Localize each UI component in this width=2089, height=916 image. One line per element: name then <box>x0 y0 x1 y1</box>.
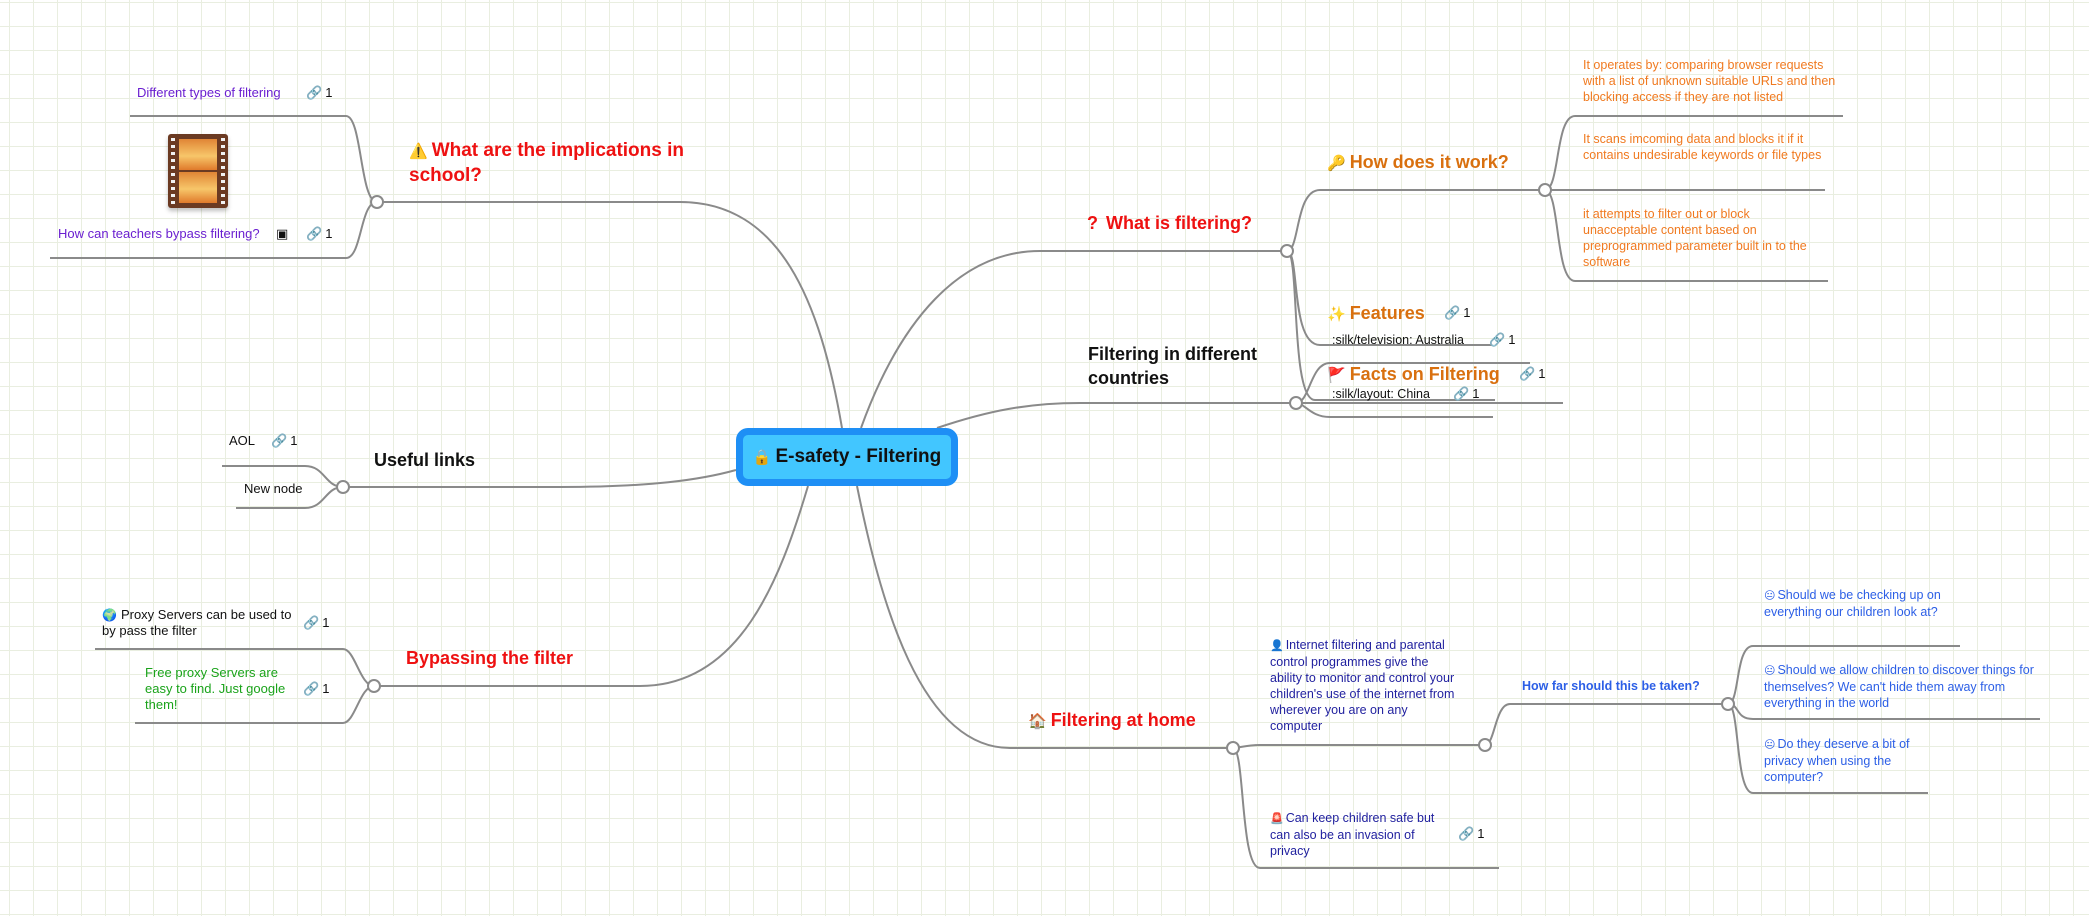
root-node[interactable]: 🔒 E-safety - Filtering <box>736 428 958 486</box>
alert-icon: 🚨 <box>1270 813 1284 825</box>
collapse-toggle-what-is[interactable] <box>1280 244 1294 258</box>
node-different-types[interactable]: Different types of filtering <box>137 85 281 100</box>
collapse-toggle-countries[interactable] <box>1289 396 1303 410</box>
collapse-toggle-how-work[interactable] <box>1538 183 1552 197</box>
image-icon[interactable]: ▣ <box>276 226 289 241</box>
node-proxy-servers[interactable]: 🌍Proxy Servers can be used to by pass th… <box>102 607 292 638</box>
node-scans-incoming[interactable]: It scans imcoming data and blocks it if … <box>1583 132 1822 162</box>
link-icon: 🔗 <box>1453 386 1470 401</box>
globe-icon: 🌍 <box>102 608 117 622</box>
link-icon: 🔗 <box>303 681 320 696</box>
question-icon: ? <box>1087 213 1098 233</box>
collapse-toggle-useful-links[interactable] <box>336 480 350 494</box>
branch-filtering-at-home[interactable]: 🏠Filtering at home <box>1028 710 1196 730</box>
link-badge[interactable]: 🔗1 <box>1444 305 1471 320</box>
root-label: E-safety - Filtering <box>775 446 942 467</box>
link-icon: 🔗 <box>271 433 288 448</box>
collapse-toggle-implications[interactable] <box>370 195 384 209</box>
node-china[interactable]: :silk/layout: China <box>1332 387 1430 401</box>
collapse-toggle-how-far[interactable] <box>1721 697 1735 711</box>
link-badge[interactable]: 🔗1 <box>306 226 333 241</box>
node-operates-by[interactable]: It operates by: comparing browser reques… <box>1583 58 1836 104</box>
neutral-face-icon: 😐 <box>1764 739 1776 751</box>
link-icon: 🔗 <box>1519 366 1536 381</box>
link-badge[interactable]: 🔗1 <box>1458 826 1485 841</box>
branch-implications[interactable]: ⚠️What are the implications in school? <box>409 140 685 186</box>
node-new-node[interactable]: New node <box>244 481 303 496</box>
link-icon: 🔗 <box>1458 826 1475 841</box>
collapse-toggle-home[interactable] <box>1226 741 1240 755</box>
node-teachers-bypass[interactable]: How can teachers bypass filtering? <box>58 226 260 241</box>
link-icon: 🔗 <box>306 226 323 241</box>
link-badge[interactable]: 🔗1 <box>1453 386 1480 401</box>
link-icon: 🔗 <box>303 615 320 630</box>
neutral-face-icon: 😐 <box>1764 665 1776 677</box>
node-free-proxy[interactable]: Free proxy Servers are easy to find. Jus… <box>145 665 286 712</box>
house-icon: 🏠 <box>1028 713 1047 730</box>
branch-bypassing[interactable]: Bypassing the filter <box>406 648 574 668</box>
link-badge[interactable]: 🔗1 <box>303 615 330 630</box>
link-badge[interactable]: 🔗1 <box>306 85 333 100</box>
node-aol[interactable]: AOL <box>229 433 256 448</box>
link-icon: 🔗 <box>306 85 323 100</box>
collapse-toggle-bypassing[interactable] <box>367 679 381 693</box>
collapse-toggle-parental[interactable] <box>1478 738 1492 752</box>
node-invasion-privacy[interactable]: 🚨Can keep children safe but can also be … <box>1270 811 1435 858</box>
node-how-far[interactable]: How far should this be taken? <box>1522 679 1700 693</box>
key-icon: 🔑 <box>1327 155 1346 172</box>
link-badge[interactable]: 🔗1 <box>1489 332 1516 347</box>
node-features[interactable]: ✨Features <box>1327 303 1425 323</box>
user-icon: 👤 <box>1270 640 1284 652</box>
node-australia[interactable]: :silk/television: Australia <box>1332 333 1465 347</box>
node-checking-up[interactable]: 😐Should we be checking up on everything … <box>1764 588 1941 619</box>
neutral-face-icon: 😐 <box>1764 590 1776 602</box>
node-attempts-filter[interactable]: it attempts to filter out or block unacc… <box>1583 207 1807 269</box>
node-discover-things[interactable]: 😐Should we allow children to discover th… <box>1764 663 2034 710</box>
link-badge[interactable]: 🔗1 <box>1519 366 1546 381</box>
link-badge[interactable]: 🔗1 <box>271 433 298 448</box>
node-parental-control[interactable]: 👤Internet filtering and parental control… <box>1270 638 1455 733</box>
branch-useful-links[interactable]: Useful links <box>374 450 476 470</box>
link-badge[interactable]: 🔗1 <box>303 681 330 696</box>
warning-icon: ⚠️ <box>409 143 428 160</box>
film-strip-image <box>168 134 228 208</box>
node-privacy[interactable]: 😐Do they deserve a bit of privacy when u… <box>1764 737 1910 784</box>
branch-filtering-countries[interactable]: Filtering in different countries <box>1088 344 1257 388</box>
link-icon: 🔗 <box>1444 305 1461 320</box>
sparkles-icon: ✨ <box>1327 306 1346 323</box>
node-how-does-it-work[interactable]: 🔑How does it work? <box>1327 152 1509 172</box>
flag-icon: 🚩 <box>1327 367 1346 384</box>
node-facts-on-filtering[interactable]: 🚩Facts on Filtering <box>1327 364 1500 384</box>
branch-what-is-filtering[interactable]: ?What is filtering? <box>1087 213 1252 233</box>
link-icon: 🔗 <box>1489 332 1506 347</box>
lock-icon: 🔒 <box>752 449 772 466</box>
